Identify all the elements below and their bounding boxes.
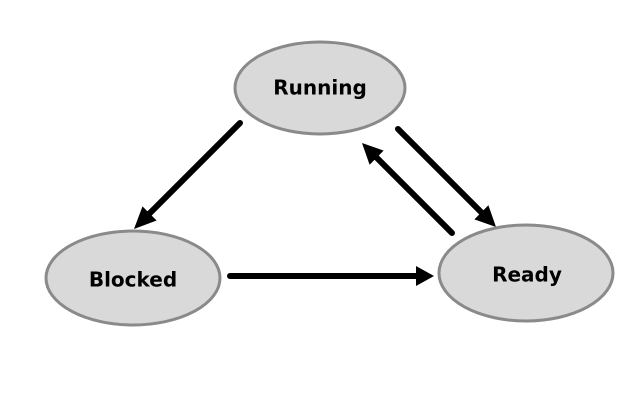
node-running-label: Running [273, 76, 367, 100]
node-ready: Ready [437, 223, 615, 323]
edge-blocked-to-ready [227, 266, 434, 286]
edge-running-to-blocked-line [143, 120, 243, 220]
node-running: Running [233, 40, 407, 136]
edge-blocked-to-ready-arrowhead [416, 266, 434, 286]
edge-running-to-blocked [134, 120, 243, 229]
edge-running-to-ready-arrowhead [474, 205, 496, 227]
edge-running-to-ready [395, 126, 496, 227]
node-ready-ellipse [437, 223, 615, 323]
edge-running-to-blocked-arrowhead [134, 206, 157, 229]
edge-ready-to-running [362, 143, 455, 236]
edge-running-to-ready-line [395, 126, 488, 219]
node-blocked: Blocked [44, 229, 222, 327]
node-blocked-label: Blocked [89, 268, 177, 292]
node-running-ellipse [233, 40, 407, 136]
edge-ready-to-running-line [370, 151, 455, 236]
node-blocked-ellipse [44, 229, 222, 327]
node-ready-label: Ready [492, 263, 562, 287]
edge-ready-to-running-arrowhead [362, 143, 384, 165]
